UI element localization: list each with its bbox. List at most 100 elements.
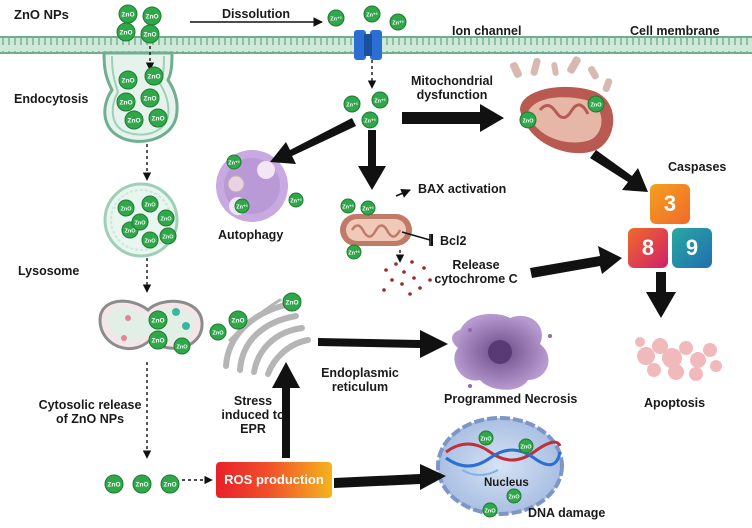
svg-text:ZnO: ZnO <box>177 345 189 351</box>
lysosome-label: Lysosome <box>18 264 80 278</box>
zno-particles: ZnO ZnO ZnO ZnO ZnO ZnO ZnO ZnO ZnO ZnO ZnO ZnO ZnO Z… <box>104 4 605 518</box>
cell-membrane-label: Cell membrane <box>630 24 720 38</box>
zn-ion-particle: Zn⁺² <box>346 244 362 260</box>
ion-channel <box>354 30 382 60</box>
svg-text:ZnO: ZnO <box>145 203 157 209</box>
stress-label: Stress induced to EPR <box>218 394 288 436</box>
svg-text:ZnO: ZnO <box>481 437 493 443</box>
ion-channel-label: Ion channel <box>452 24 522 38</box>
zn-ion-particle: Zn⁺² <box>340 198 356 214</box>
svg-text:Zn⁺²: Zn⁺² <box>366 12 378 19</box>
zno-particle: ZnO <box>518 438 534 454</box>
zno-particle: ZnO <box>148 108 168 128</box>
zn-ion-particle: Zn⁺² <box>327 9 345 27</box>
svg-text:ZnO: ZnO <box>232 318 245 325</box>
zno-particle: ZnO <box>131 213 149 231</box>
caspase-9-box: 9 <box>672 228 712 268</box>
dissolution-label: Dissolution <box>222 7 291 21</box>
zno-particle: ZnO <box>519 111 537 129</box>
mitochondrial-dysfunction-line1: Mitochondrial <box>411 74 493 88</box>
svg-text:ZnO: ZnO <box>163 235 175 241</box>
zno-particle: ZnO <box>148 310 168 330</box>
svg-text:ZnO: ZnO <box>161 217 173 223</box>
stress-line3: EPR <box>240 422 266 436</box>
svg-text:Zn⁺²: Zn⁺² <box>330 16 342 23</box>
svg-text:Zn⁺²: Zn⁺² <box>392 20 404 27</box>
svg-text:Zn⁺²: Zn⁺² <box>346 102 358 109</box>
zn-ion-particle: Zn⁺² <box>363 5 381 23</box>
zn-ion-particles: Zn⁺² Zn⁺² Zn⁺² Zn⁺² Zn⁺² Zn⁺² Zn⁺² Zn⁺² Zn⁺² Zn⁺²… <box>226 5 407 260</box>
zno-particle: ZnO <box>160 474 180 494</box>
er-line2: reticulum <box>331 380 389 394</box>
zno-particle: ZnO <box>118 4 138 24</box>
svg-text:ZnO: ZnO <box>145 239 157 245</box>
mitochondrial-dysfunction-line2: dysfunction <box>416 88 488 102</box>
thin-arrows <box>190 17 431 246</box>
zno-particle: ZnO <box>209 323 227 341</box>
zno-particle: ZnO <box>140 88 160 108</box>
svg-text:Zn⁺²: Zn⁺² <box>290 198 302 205</box>
svg-text:ZnO: ZnO <box>146 14 159 21</box>
zno-particle: ZnO <box>173 337 191 355</box>
cytochrome-c-dots <box>382 260 432 296</box>
zn-ion-particle: Zn⁺² <box>360 200 376 216</box>
nucleus <box>436 416 564 516</box>
zno-particle: ZnO <box>587 95 605 113</box>
svg-text:ZnO: ZnO <box>144 32 157 39</box>
svg-text:ZnO: ZnO <box>164 482 177 489</box>
svg-text:ZnO: ZnO <box>136 482 149 489</box>
apoptotic-bodies <box>635 337 722 381</box>
zno-particle: ZnO <box>124 110 144 130</box>
cytosolic-line2: of ZnO NPs <box>55 412 125 426</box>
zno-particle: ZnO <box>228 310 248 330</box>
zno-particle: ZnO <box>104 474 124 494</box>
ros-production-box: ROS production <box>216 462 332 498</box>
svg-text:ZnO: ZnO <box>152 338 165 345</box>
zno-particle: ZnO <box>157 209 175 227</box>
zno-particle: ZnO <box>140 24 160 44</box>
svg-text:ZnO: ZnO <box>148 74 161 81</box>
zn-ion-particle: Zn⁺² <box>226 154 242 170</box>
caspases-label: Caspases <box>668 160 727 174</box>
svg-text:Zn⁺²: Zn⁺² <box>364 118 376 125</box>
zno-particle: ZnO <box>116 22 136 42</box>
svg-text:Zn⁺²: Zn⁺² <box>348 250 360 257</box>
svg-text:ZnO: ZnO <box>521 445 533 451</box>
er-line1: Endoplasmic <box>321 366 399 380</box>
zno-particle: ZnO <box>482 502 498 518</box>
zno-particle: ZnO <box>282 292 302 312</box>
mitochondrial-dysfunction-label: Mitochondrial dysfunction <box>396 74 508 102</box>
zno-particle: ZnO <box>141 231 159 249</box>
mitochondrion <box>340 214 412 246</box>
cytosolic-release-label: Cytosolic release of ZnO NPs <box>20 398 160 426</box>
zno-nps-label: ZnO NPs <box>14 7 69 22</box>
svg-text:ZnO: ZnO <box>144 96 157 103</box>
programmed-necrosis-label: Programmed Necrosis <box>444 392 578 406</box>
svg-text:ZnO: ZnO <box>121 207 133 213</box>
apoptosis-label: Apoptosis <box>644 396 706 410</box>
svg-text:ZnO: ZnO <box>128 118 141 125</box>
svg-text:ZnO: ZnO <box>286 300 299 307</box>
zno-particle: ZnO <box>144 66 164 86</box>
svg-text:Zn⁺²: Zn⁺² <box>228 160 240 167</box>
zn-ion-particle: Zn⁺² <box>389 13 407 31</box>
necrotic-cell <box>452 313 552 390</box>
svg-text:ZnO: ZnO <box>152 116 165 123</box>
zno-particle: ZnO <box>116 92 136 112</box>
zn-ion-particle: Zn⁺² <box>288 192 304 208</box>
svg-text:Zn⁺²: Zn⁺² <box>236 204 248 211</box>
caspase-8-box: 8 <box>628 228 668 268</box>
svg-text:ZnO: ZnO <box>213 331 225 337</box>
zn-ion-particle: Zn⁺² <box>234 198 250 214</box>
endoplasmic-reticulum-label: Endoplasmic reticulum <box>312 366 408 394</box>
stress-line1: Stress <box>233 394 273 408</box>
release-cytochrome-c-label: Release cytochrome C <box>418 258 534 286</box>
zn-ion-particle: Zn⁺² <box>361 111 379 129</box>
zno-particle: ZnO <box>132 474 152 494</box>
svg-text:Zn⁺²: Zn⁺² <box>362 206 374 213</box>
zno-particle: ZnO <box>142 6 162 26</box>
svg-text:ZnO: ZnO <box>120 30 133 37</box>
endocytosis-label: Endocytosis <box>14 92 89 106</box>
svg-text:ZnO: ZnO <box>523 119 535 125</box>
